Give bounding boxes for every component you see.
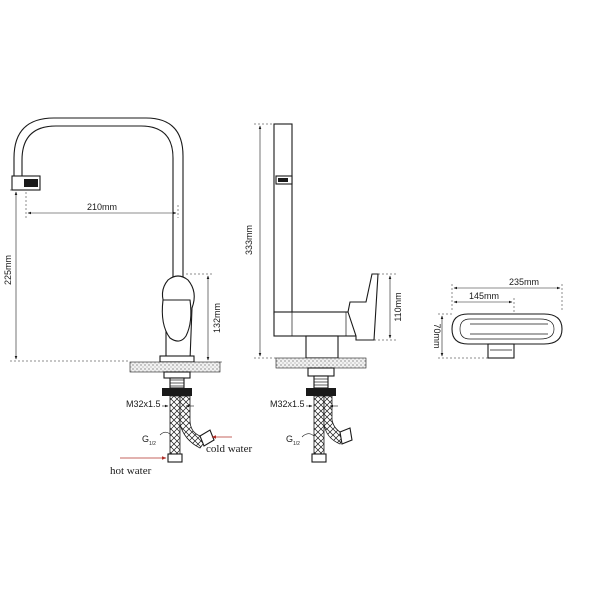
top-body-outline bbox=[451, 313, 563, 345]
top-total-label: 235mm bbox=[509, 277, 539, 287]
front-height-label: 225mm bbox=[3, 255, 13, 285]
top-view: 235mm 145mm 70mm bbox=[432, 277, 563, 359]
front-handle bbox=[161, 299, 192, 342]
top-depth-label: 70mm bbox=[432, 323, 442, 348]
front-view: 210mm 225mm 132mm M32x1.5 G1/2 cold wate… bbox=[3, 117, 252, 477]
top-inner-label: 145mm bbox=[469, 291, 499, 301]
side-body-label: 110mm bbox=[393, 292, 403, 321]
side-height-label: 333mm bbox=[244, 225, 254, 255]
side-thread-label: M32x1.5 bbox=[270, 399, 305, 409]
front-fitting-label: G1/2 bbox=[142, 434, 156, 447]
top-stub bbox=[487, 343, 515, 359]
side-hose bbox=[313, 395, 325, 455]
front-countertop bbox=[129, 361, 221, 373]
side-spout bbox=[273, 123, 293, 315]
front-body-label: 132mm bbox=[212, 303, 222, 333]
front-hot-hose bbox=[169, 395, 181, 455]
front-spout bbox=[13, 117, 184, 278]
side-body bbox=[273, 311, 357, 337]
front-width-label: 210mm bbox=[87, 202, 117, 212]
hot-water-label: hot water bbox=[110, 465, 152, 477]
side-view: 333mm 110mm M32x1.5 G1/2 bbox=[244, 123, 403, 463]
side-fitting-label: G1/2 bbox=[286, 434, 300, 447]
cold-water-label: cold water bbox=[206, 443, 252, 455]
front-thread-label: M32x1.5 bbox=[126, 399, 161, 409]
side-countertop bbox=[275, 357, 367, 369]
